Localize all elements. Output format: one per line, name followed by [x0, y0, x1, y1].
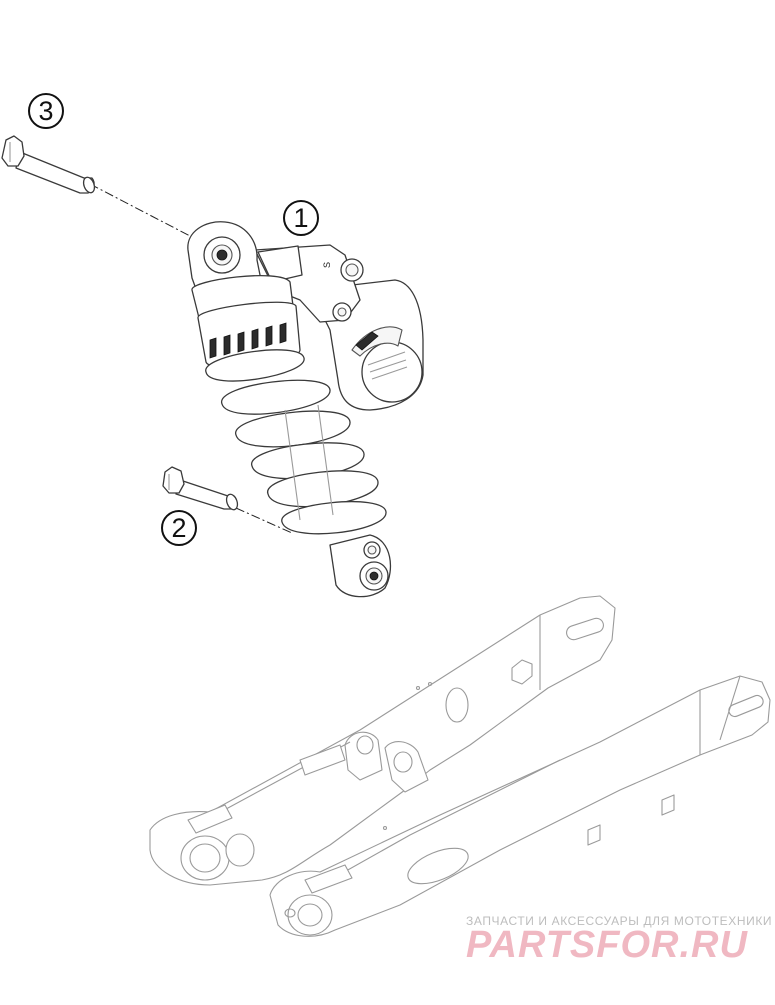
watermark-logo: PARTSFOR.RU — [466, 924, 748, 966]
callout-2-number: 2 — [171, 512, 187, 543]
callout-1-number: 1 — [293, 202, 309, 233]
lower-mounting-bolt — [162, 466, 239, 511]
assembly-line-upper — [89, 183, 191, 237]
shock-absorber: S — [187, 221, 424, 598]
upper-mounting-bolt — [1, 135, 96, 194]
callout-2: 2 — [161, 510, 197, 546]
callout-1: 1 — [283, 200, 319, 236]
callout-3: 3 — [28, 93, 64, 129]
swingarm — [149, 595, 771, 937]
shock-side-label: S — [322, 262, 332, 268]
watermark-tagline: ЗАПЧАСТИ И АКСЕССУАРЫ ДЛЯ МОТОТЕХНИКИ — [466, 914, 773, 928]
callout-3-number: 3 — [38, 95, 54, 126]
assembly-line-lower — [235, 507, 293, 534]
